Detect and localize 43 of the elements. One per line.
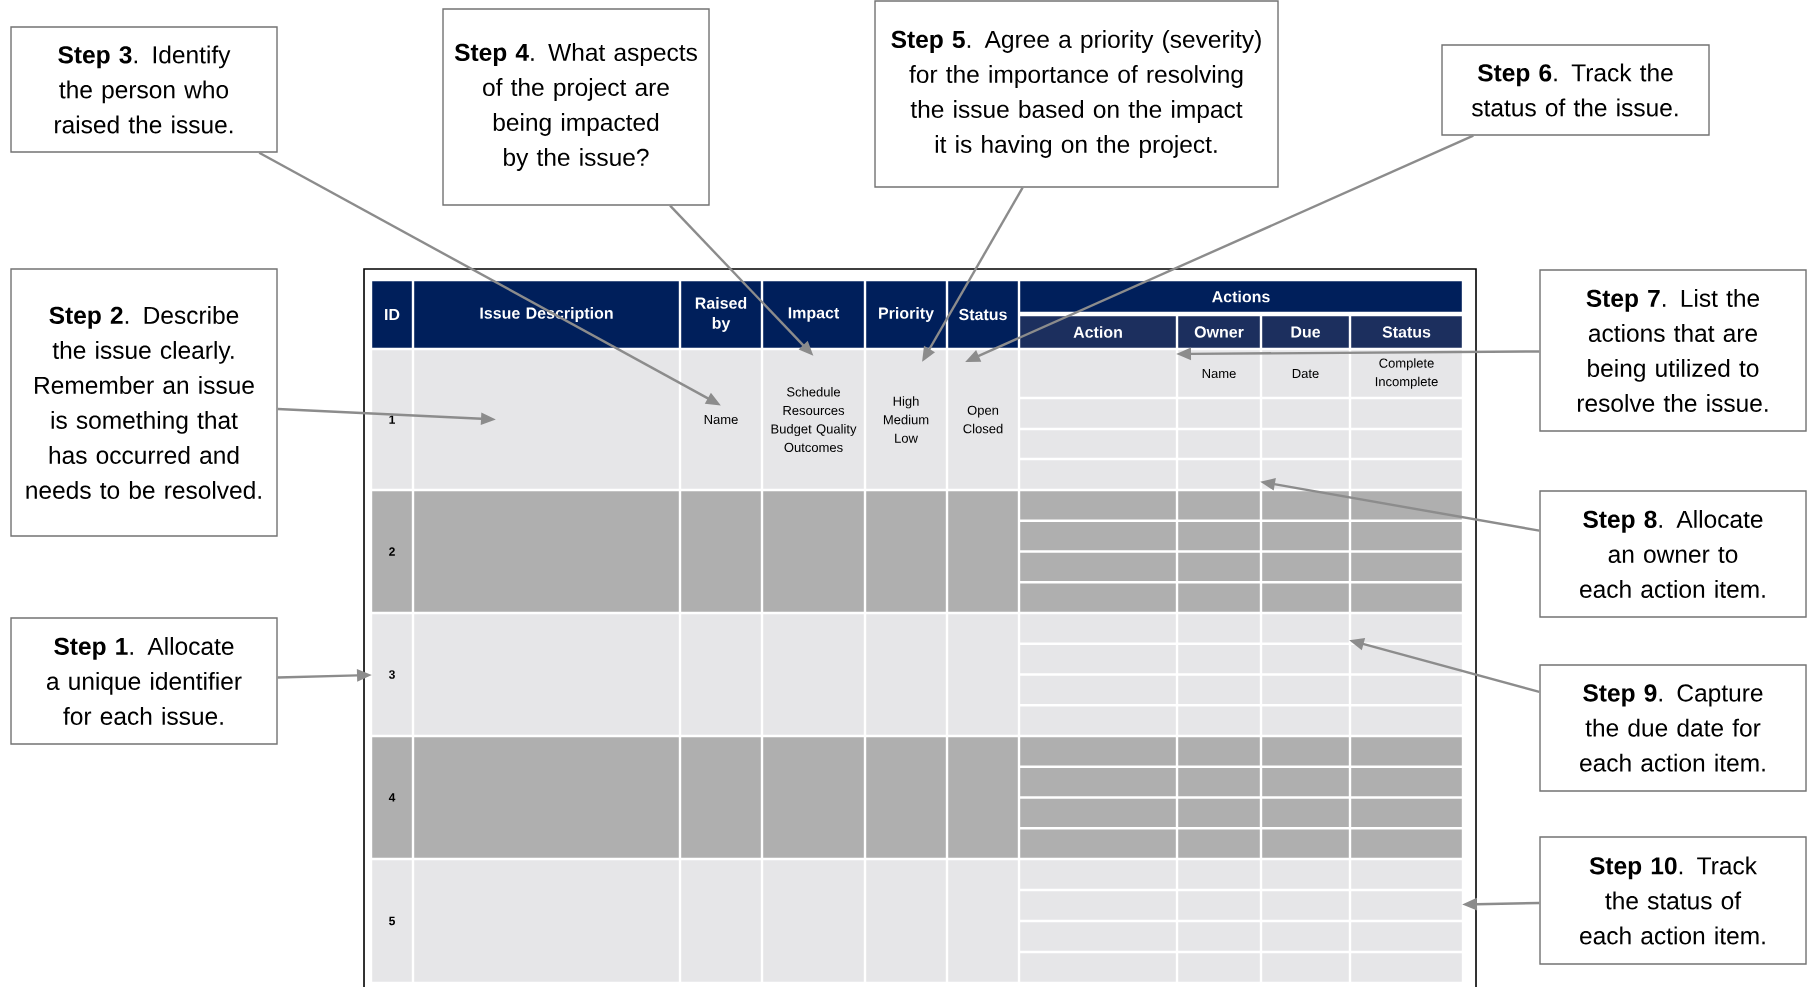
table-header-cell: Due [1262,316,1349,348]
table-cell [1020,350,1176,397]
table-cell [1351,891,1462,920]
callout-box: Step 8. Allocate an owner to each action item. [1539,490,1807,618]
table-header-cell: Action [1020,316,1176,348]
callout-box: Step 2. Describe the issue clearly. Remember an issue is something that has occurred and needs to be resolved. [10,268,278,537]
callout-box: Step 9. Capture the due date for each action item. [1539,664,1807,792]
node-label: Open Closed [963,405,1003,434]
callout-box: Step 6. Track the status of the issue. [1441,44,1710,136]
callout-box: Step 10. Track the status of each action item. [1539,836,1807,965]
callout-box: Step 7. List the actions that are being utilized to resolve the issue. [1539,269,1807,432]
node-label: High Medium Low [883,396,929,443]
node-label: Name [704,414,738,425]
table-header-cell: ID [372,281,412,348]
table-cell: Name [1178,350,1260,397]
table-cell [1178,460,1260,489]
table-header-cell: Owner [1178,316,1260,348]
row-number-cell: 5 [372,860,412,982]
row-number-cell: 4 [372,737,412,858]
table-header-cell: Impact [763,281,864,348]
row-number-cell: 1 [372,350,412,489]
table-cell: Name [681,350,761,489]
table-header-cell: Raised by [681,281,761,348]
callout-box: Step 5. Agree a priority (severity) for the importance of resolving the issue based on the impact it is having on the project. [874,0,1279,188]
table-cell: Schedule Resources Budget Quality Outcomes [763,350,864,489]
table-header-cell: Actions [1020,281,1462,312]
table-cell: Open Closed [948,350,1018,489]
table-cell [1262,614,1349,643]
callout-box: Step 1. Allocate a unique identifier for each issue. [10,617,278,745]
node-label: 3 [388,670,395,679]
table-header-cell: Status [948,281,1018,348]
table-header-cell: Issue Description [414,281,679,348]
table-header-cell: Priority [866,281,946,348]
callout-box: Step 4. What aspects of the project are being impacted by the issue? [442,8,710,206]
table-header-cell: Status [1351,316,1462,348]
table-cell: High Medium Low [866,350,946,489]
node-label: Schedule Resources Budget Quality Outcomes [771,386,857,453]
table-cell [414,350,679,489]
table-cell: Date [1262,350,1349,397]
table-cell: Complete Incomplete [1351,350,1462,397]
callout-box: Step 3. Identify the person who raised the issue. [10,26,278,153]
row-number-cell: 2 [372,491,412,612]
row-number-cell: 3 [372,614,412,735]
